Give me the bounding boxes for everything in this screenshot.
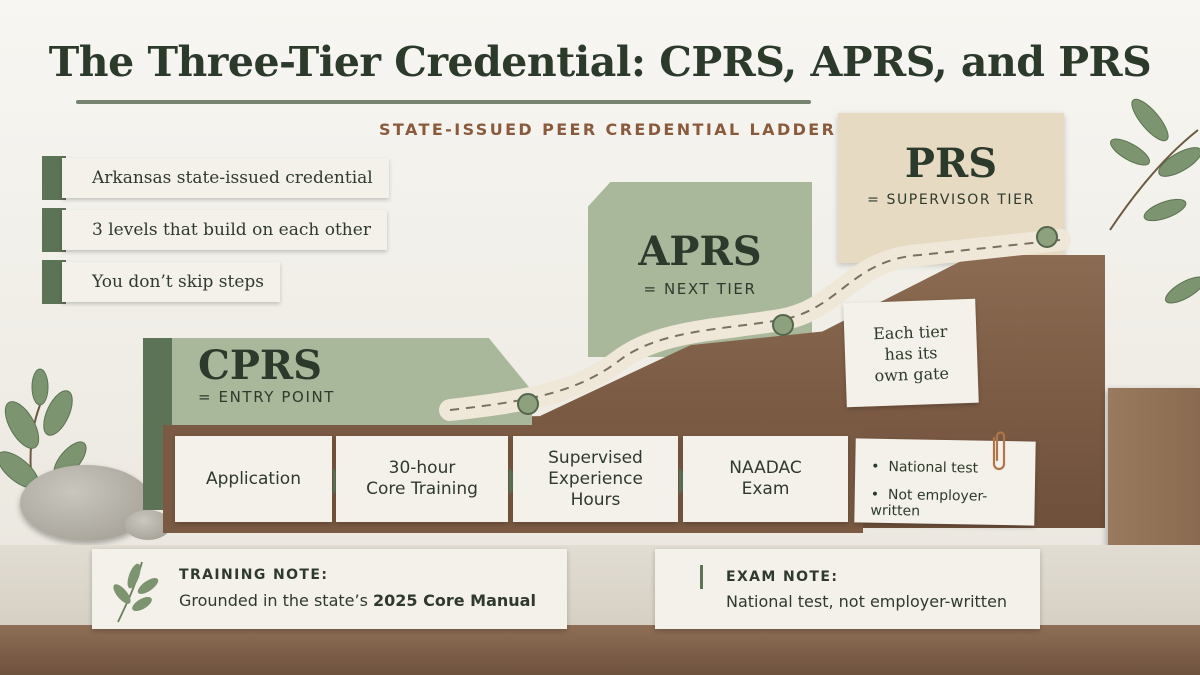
plant-right-icon [1109,98,1200,304]
page-title: The Three-Tier Credential: CPRS, APRS, a… [48,38,1152,86]
bullet-text: You don’t skip steps [62,262,281,302]
step-line: Hours [570,489,621,510]
prs-title: PRS [904,140,998,187]
subtitle: STATE-ISSUED PEER CREDENTIAL LADDER [379,120,837,139]
exam-point-text: Not employer-written [870,487,988,520]
step-line: Experience [548,468,643,489]
prs-desc: = SUPERVISOR TIER [867,192,1035,208]
paperclip-icon [992,431,1006,471]
exam-note-bar [700,565,703,589]
aprs-title: APRS [638,228,762,275]
training-note [92,549,567,629]
training-note-text: Grounded in the state’s [179,591,373,610]
training-note-bold: 2025 Core Manual [373,591,536,610]
step-line: Application [206,468,301,489]
gate-note-line: Each tier [872,321,948,343]
bullet-text: 3 levels that build on each other [62,210,387,250]
title-underline [76,100,811,104]
step-card: 30-hour Core Training [336,436,508,522]
step-line: 30-hour [388,458,456,478]
step-line: Exam [741,479,790,499]
training-note-heading: TRAINING NOTE: [179,567,329,583]
progress-path [439,226,1071,421]
gate-note-line: has its [884,342,938,364]
cprs-title: CPRS [198,342,323,389]
exam-note-heading: EXAM NOTE: [726,569,839,585]
bullet-item: Arkansas state-issued credential [42,156,389,200]
aprs-desc: = NEXT TIER [643,280,757,298]
step-card: Application [175,436,332,522]
bullet-text: Arkansas state-issued credential [62,158,389,198]
bullet-item: You don’t skip steps [42,260,281,304]
exam-point: • Not employer-written [870,486,988,520]
rivet-icon [517,393,539,415]
exam-note [655,549,1040,629]
step-line: NAADAC [729,458,802,478]
gate-note-line: own gate [874,363,950,385]
plant-left-icon [0,368,87,526]
step-card: Supervised Experience Hours [513,436,678,522]
step-card: NAADAC Exam [683,436,848,522]
gate-note: Each tier has its own gate [843,298,979,408]
leaf-sprig-icon [113,561,159,623]
bullet-item: 3 levels that build on each other [42,208,387,252]
step-line: Core Training [366,479,478,499]
rivet-icon [772,314,794,336]
exam-point-text: National test [888,459,979,477]
cprs-desc: = ENTRY POINT [198,388,336,406]
wood-block [1108,388,1200,552]
rivet-icon [1036,226,1058,248]
wood-floor [0,625,1200,675]
exam-point: • National test [871,458,979,477]
training-note-body: Grounded in the state’s 2025 Core Manual [179,591,536,610]
exam-note-body: National test, not employer-written [726,592,1008,611]
step-line: Supervised [548,447,643,468]
